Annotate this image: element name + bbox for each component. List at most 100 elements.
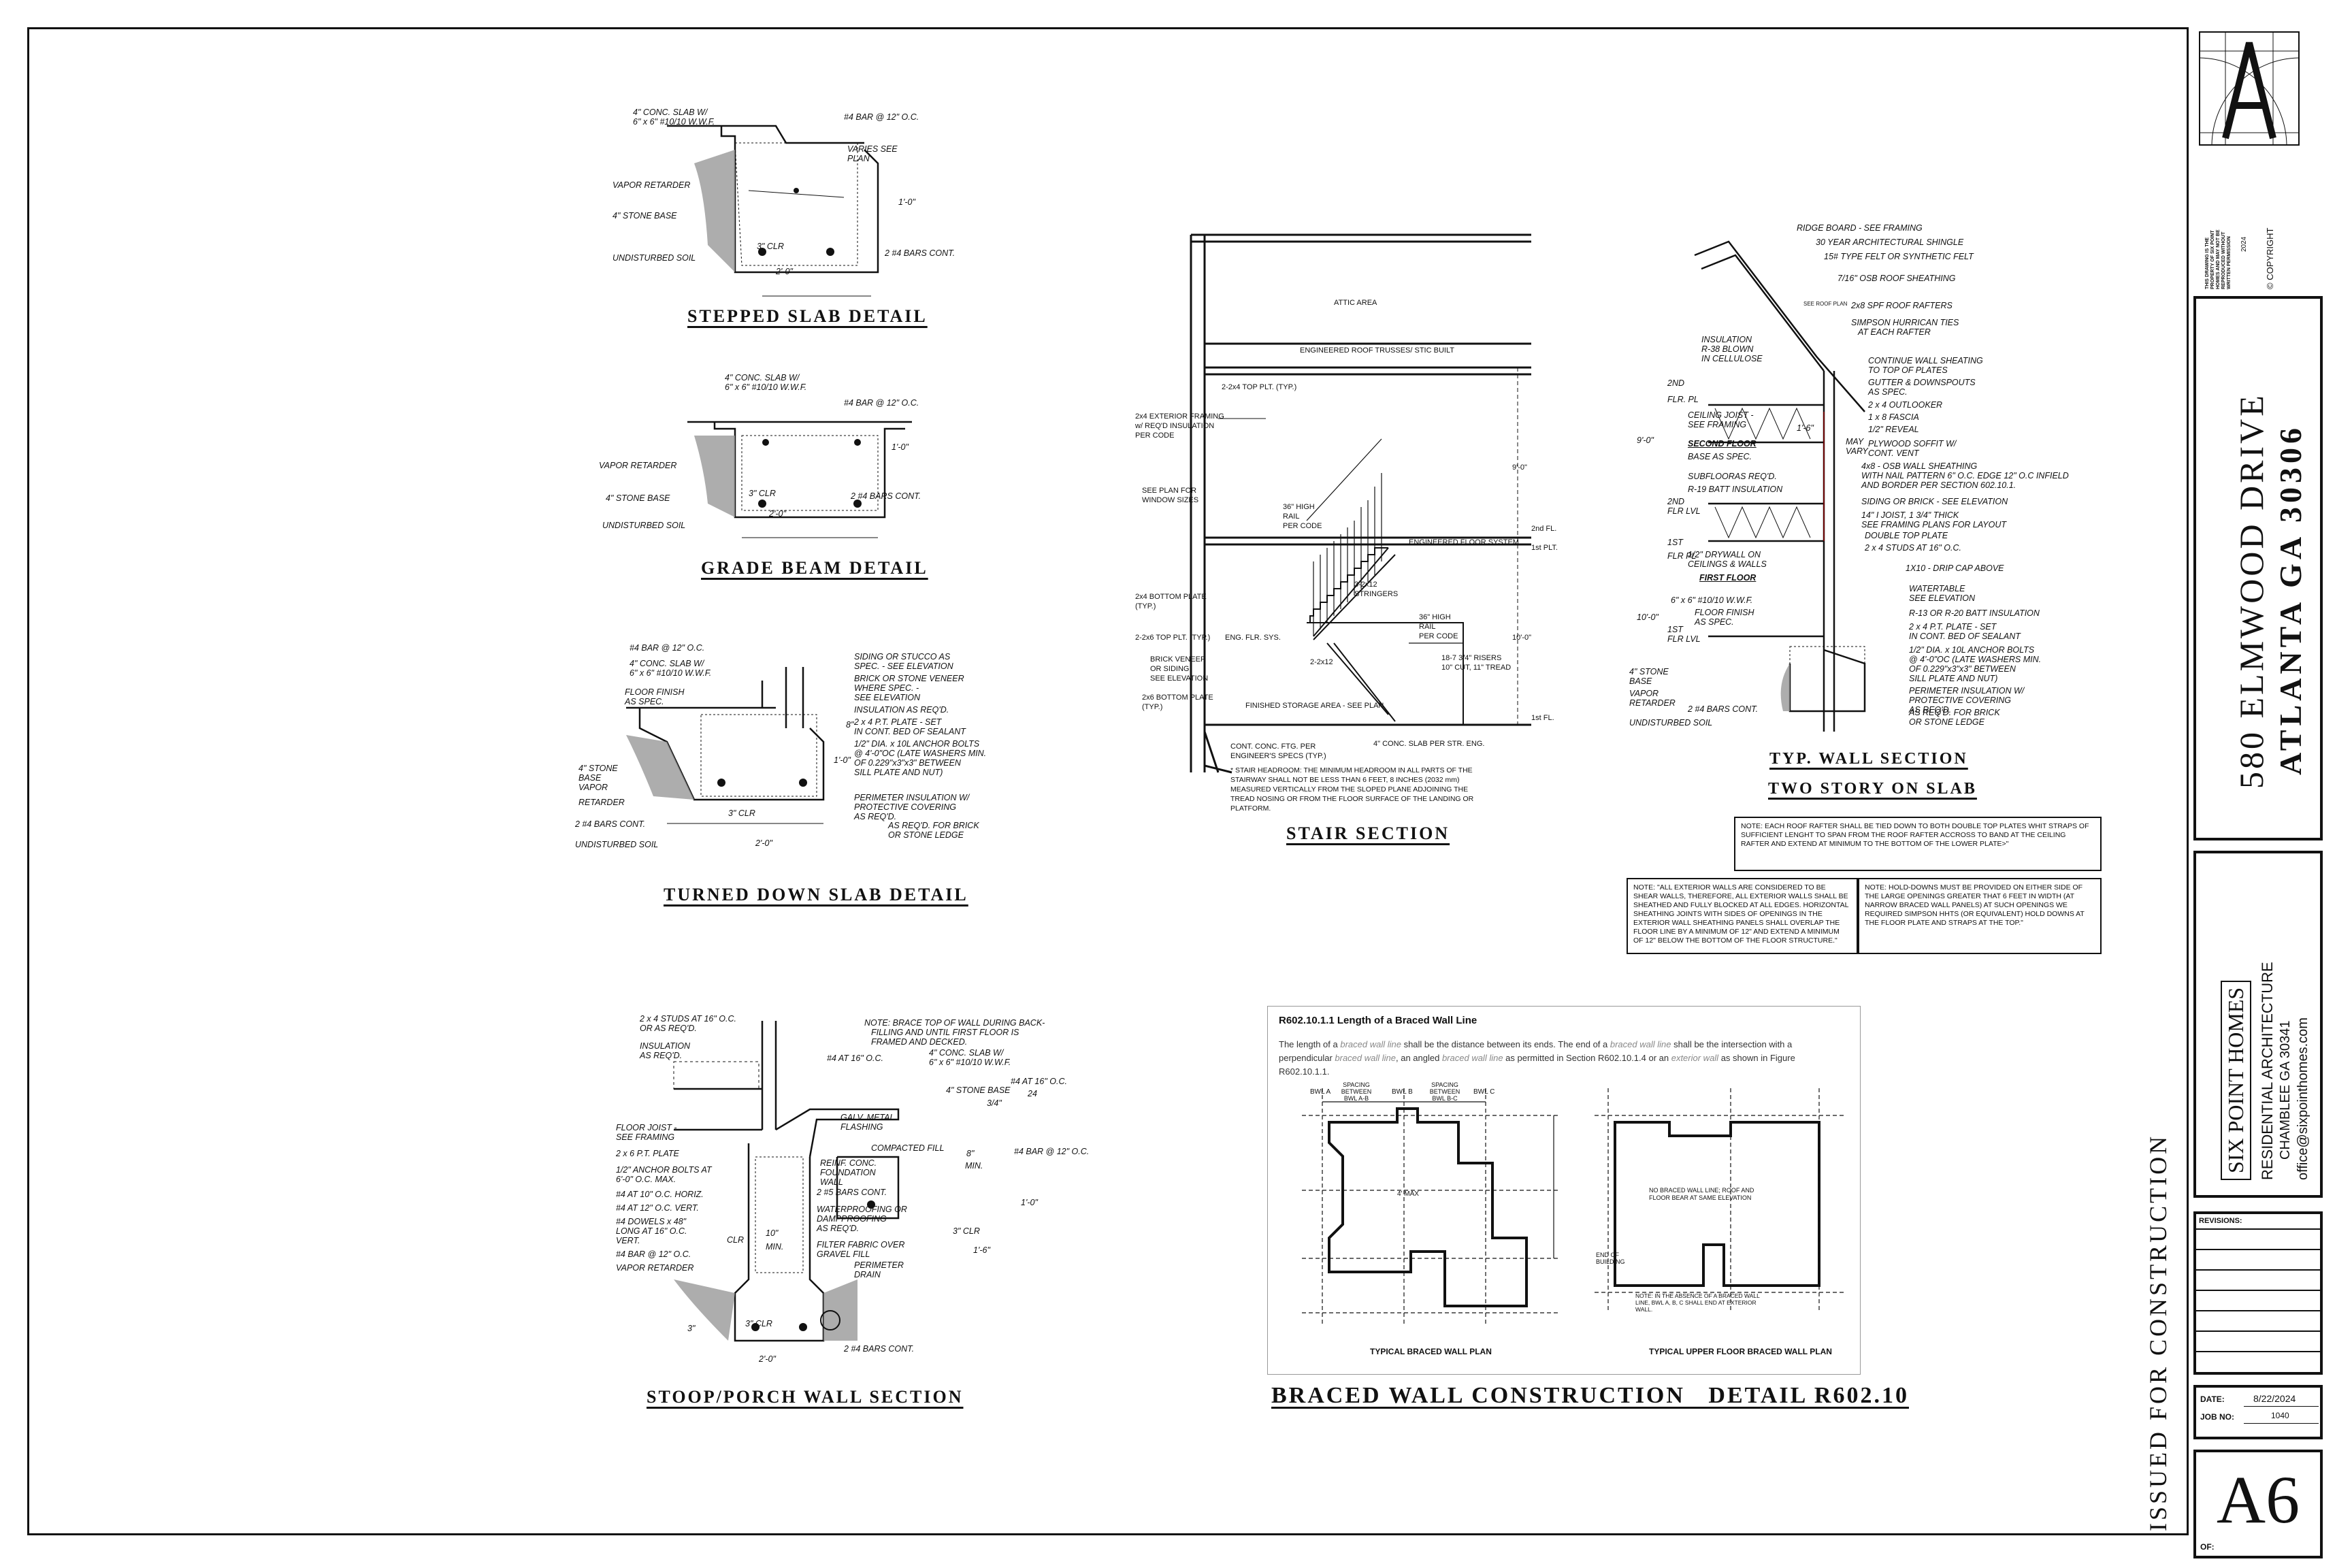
stoop-label-36: DAMPPROOFING	[817, 1214, 887, 1224]
wall-label-67: PERIMETER INSULATION W/	[1909, 686, 2025, 696]
stair-label-10: RAIL	[1283, 512, 1300, 521]
wall-label-49: SEE ELEVATION	[1909, 593, 1976, 603]
stoop-label-38: 3" CLR	[953, 1226, 980, 1236]
wall-label-52: R-13 OR R-20 BATT INSULATION	[1909, 608, 2040, 618]
turned-down-label-2: 4" CONC. SLAB W/	[630, 659, 704, 668]
wall-label-2: 30 YEAR ARCHITECTURAL SHINGLE	[1816, 238, 1964, 247]
stoop-label-6: FILLING AND UNTIL FIRST FLOOR IS	[871, 1028, 1019, 1037]
stepped-slab-drawing	[667, 125, 879, 297]
wall-label-55: 2 x 4 P.T. PLATE - SET	[1909, 622, 1997, 632]
wall-label-64: SILL PLATE AND NUT)	[1909, 674, 1998, 683]
wall-label-11: AS SPEC.	[1868, 387, 1908, 397]
stair-label-6: PER CODE	[1135, 431, 1175, 440]
braced-caption-1: TYPICAL BRACED WALL PLAN	[1370, 1347, 1492, 1356]
stoop-label-43: GRAVEL FILL	[817, 1250, 870, 1259]
turned-down-label-1: #4 BAR @ 12" O.C.	[630, 643, 705, 653]
braced-caption-2: TYPICAL UPPER FLOOR BRACED WALL PLAN	[1649, 1347, 1832, 1356]
stair-label-23: ENG. FLR. SYS.	[1225, 634, 1281, 642]
stoop-label-9: 6" x 6" #10/10 W.W.F.	[929, 1058, 1011, 1067]
grade-beam-label-5: 4" STONE BASE	[606, 493, 670, 503]
grade-beam-label-2: 6" x 6" #10/10 W.W.F.	[725, 382, 807, 392]
braced-plan-1	[1302, 1088, 1561, 1326]
grade-beam-label-7: 2 #4 BARS CONT.	[851, 491, 921, 501]
braced-bwl-a-1: BWL A	[1310, 1088, 1331, 1096]
copyright-label: © COPYRIGHT	[2265, 227, 2275, 289]
turned-down-label-7: SPEC. - SEE ELEVATION	[854, 662, 953, 671]
date-label: DATE:	[2200, 1394, 2225, 1404]
braced-wall-reference-panel: R602.10.1.1 Length of a Braced Wall Line…	[1267, 1006, 1861, 1375]
braced-wall-title: BRACED WALL CONSTRUCTION DETAIL R602.10	[1271, 1383, 1909, 1408]
stoop-label-52: 2 #4 BARS CONT.	[844, 1344, 915, 1354]
firm-logo-icon	[2198, 31, 2300, 146]
wall-label-58: BASE	[1629, 676, 1652, 686]
braced-end-of-building: END OF BUILDING	[1596, 1252, 1625, 1265]
stoop-label-32: LONG AT 16" O.C.	[616, 1226, 687, 1236]
stepped-label-6: VAPOR RETARDER	[612, 180, 691, 190]
wall-label-50: FLOOR FINISH	[1695, 608, 1754, 617]
turned-down-label-32: 8"	[846, 720, 854, 730]
wall-label-53: 1ST	[1667, 625, 1683, 634]
stoop-label-21: 6'-0" O.C. MAX.	[616, 1175, 676, 1184]
wall-label-46: 1X10 - DRIP CAP ABOVE	[1906, 564, 2004, 573]
stoop-label-13: 24	[1028, 1089, 1037, 1098]
stair-headroom-note: * STAIR HEADROOM: THE MINIMUM HEADROOM I…	[1230, 766, 1474, 813]
stair-label-20: 2x4 BOTTOM PLATE	[1135, 593, 1207, 601]
wall-label-37: 14" I JOIST, 1 3/4" THICK	[1861, 510, 1959, 520]
wall-label-19: IN CELLULOSE	[1701, 354, 1763, 363]
typ-wall-section-subtitle: TWO STORY ON SLAB	[1768, 780, 1977, 798]
firm-name: SIX POINT HOMES	[2221, 980, 2251, 1180]
braced-bwl-b-1: BWL B	[1392, 1088, 1413, 1096]
wall-label-38: SEE FRAMING PLANS FOR LAYOUT	[1861, 520, 2007, 529]
turned-down-label-4: FLOOR FINISH	[625, 687, 685, 697]
wall-label-35: FLR LVL	[1667, 506, 1701, 516]
wall-label-62: @ 4'-0"OC (LATE WASHERS MIN.	[1909, 655, 2042, 664]
project-address-line2: ATLANTA GA 30306	[2273, 423, 2308, 775]
stoop-porch-title: STOOP/PORCH WALL SECTION	[647, 1387, 964, 1407]
stair-label-36: 1st FL.	[1531, 714, 1554, 722]
wall-label-32: SUBFLOORAS REQ'D.	[1688, 472, 1777, 481]
turned-down-label-9: WHERE SPEC. -	[854, 683, 919, 693]
stoop-label-18: SEE FRAMING	[616, 1132, 675, 1142]
project-address-box: 580 ELMWOOD DRIVE ATLANTA GA 30306	[2193, 296, 2323, 840]
wall-note-top: NOTE: EACH ROOF RAFTER SHALL BE TIED DOW…	[1734, 817, 2102, 871]
stoop-label-24: REINF. CONC.	[820, 1158, 877, 1168]
wall-label-8: CONTINUE WALL SHEATING	[1868, 356, 1983, 365]
stoop-label-50: CLR	[727, 1235, 745, 1245]
grade-beam-label-10: 1'-0"	[892, 442, 909, 452]
job-label: JOB NO:	[2200, 1412, 2235, 1422]
stair-label-31: 10" CUT, 11" TREAD	[1441, 664, 1512, 672]
sheet-number-box: A6 OF:	[2193, 1450, 2323, 1558]
stoop-label-49: 3" CLR	[745, 1319, 772, 1328]
stoop-label-35: WATERPROOFING OR	[817, 1205, 907, 1214]
stoop-label-51: 2'-0"	[759, 1354, 776, 1364]
wall-label-13: 1 x 8 FASCIA	[1868, 412, 1919, 422]
stepped-slab-title: STEPPED SLAB DETAIL	[687, 306, 928, 326]
stepped-label-3: #4 BAR @ 12" O.C.	[844, 112, 919, 122]
wall-label-59: VAPOR	[1629, 689, 1659, 698]
stair-label-30: 18-7 3/4" RISERS	[1441, 654, 1502, 662]
wall-label-5: 2x8 SPF ROOF RAFTERS	[1851, 301, 1953, 310]
stoop-label-37: AS REQ'D.	[817, 1224, 860, 1233]
wall-label-25: MAY	[1846, 437, 1864, 446]
stoop-label-14: 3/4"	[987, 1098, 1002, 1108]
turned-down-label-16: OF 0.229"x3"x3" BETWEEN	[854, 758, 961, 768]
turned-down-label-21: RETARDER	[578, 798, 625, 807]
stepped-label-9: 3" CLR	[757, 242, 784, 251]
turned-down-label-26: 2 #4 BARS CONT.	[575, 819, 646, 829]
wall-label-30: WITH NAIL PATTERN 6" O.C. EDGE 12" O.C I…	[1861, 471, 2069, 480]
stair-label-35: 4" CONC. SLAB PER STR. ENG.	[1373, 740, 1485, 748]
date-value: 8/22/2024	[2253, 1393, 2296, 1404]
braced-heading: R602.10.1.1 Length of a Braced Wall Line	[1279, 1015, 1477, 1026]
wall-label-65: 2 #4 BARS CONT.	[1688, 704, 1759, 714]
wall-label-1: RIDGE BOARD - SEE FRAMING	[1797, 223, 1923, 233]
wall-label-68: PROTECTIVE COVERING	[1909, 696, 2012, 705]
stoop-label-47: 10"	[766, 1228, 779, 1238]
wall-label-60: RETARDER	[1629, 698, 1676, 708]
turned-down-label-14: 1/2" DIA. x 10L ANCHOR BOLTS	[854, 739, 980, 749]
braced-no-bwl-note: NO BRACED WALL LINE; ROOF AND FLOOR BEAR…	[1649, 1187, 1754, 1201]
turned-down-label-6: SIDING OR STUCCO AS	[854, 652, 951, 662]
braced-paragraph: The length of a braced wall line shall b…	[1279, 1039, 1795, 1077]
grade-beam-label-9: 2'-0"	[769, 509, 786, 519]
stair-label-28: (TYP.)	[1142, 703, 1163, 711]
turned-down-label-30: OR STONE LEDGE	[888, 830, 964, 840]
